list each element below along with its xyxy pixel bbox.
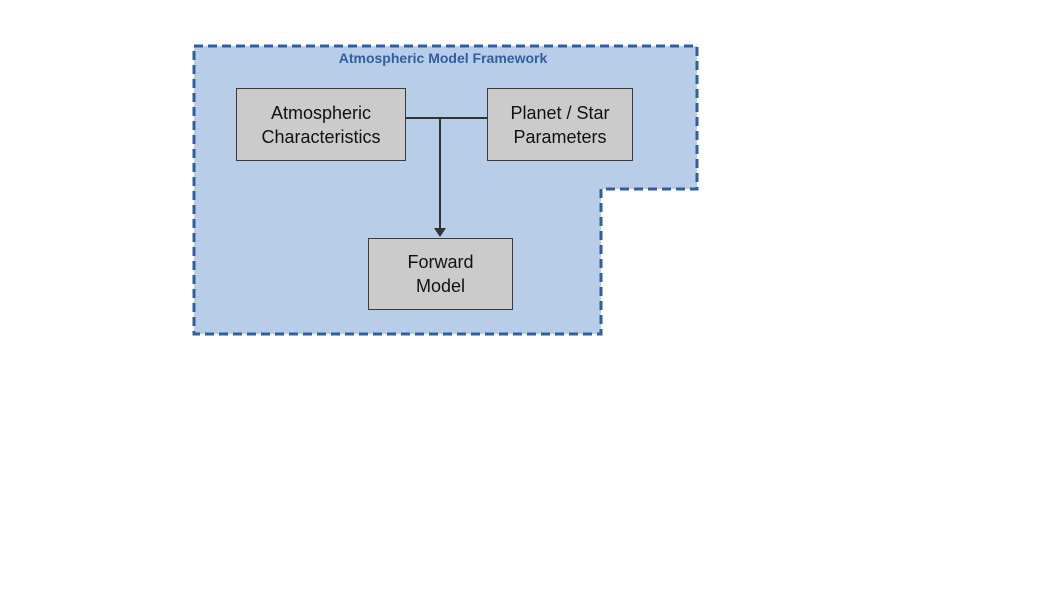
node-planet-star-parameters: Planet / Star Parameters (487, 88, 633, 161)
node-forward-model: Forward Model (368, 238, 513, 310)
node-forward-model-line1: Forward (407, 252, 474, 272)
node-atmospheric-characteristics: Atmospheric Characteristics (236, 88, 406, 161)
node-forward-model-line2: Model (415, 276, 466, 296)
arrowhead (434, 228, 446, 237)
node-atmospheric-characteristics-line2: Characteristics (261, 126, 381, 147)
framework-title: Atmospheric Model Framework (338, 50, 548, 66)
node-atmospheric-characteristics-line1: Atmospheric (270, 102, 372, 123)
node-planet-star-parameters-line2: Parameters (513, 126, 607, 147)
node-planet-star-parameters-line1: Planet / Star (510, 102, 610, 123)
